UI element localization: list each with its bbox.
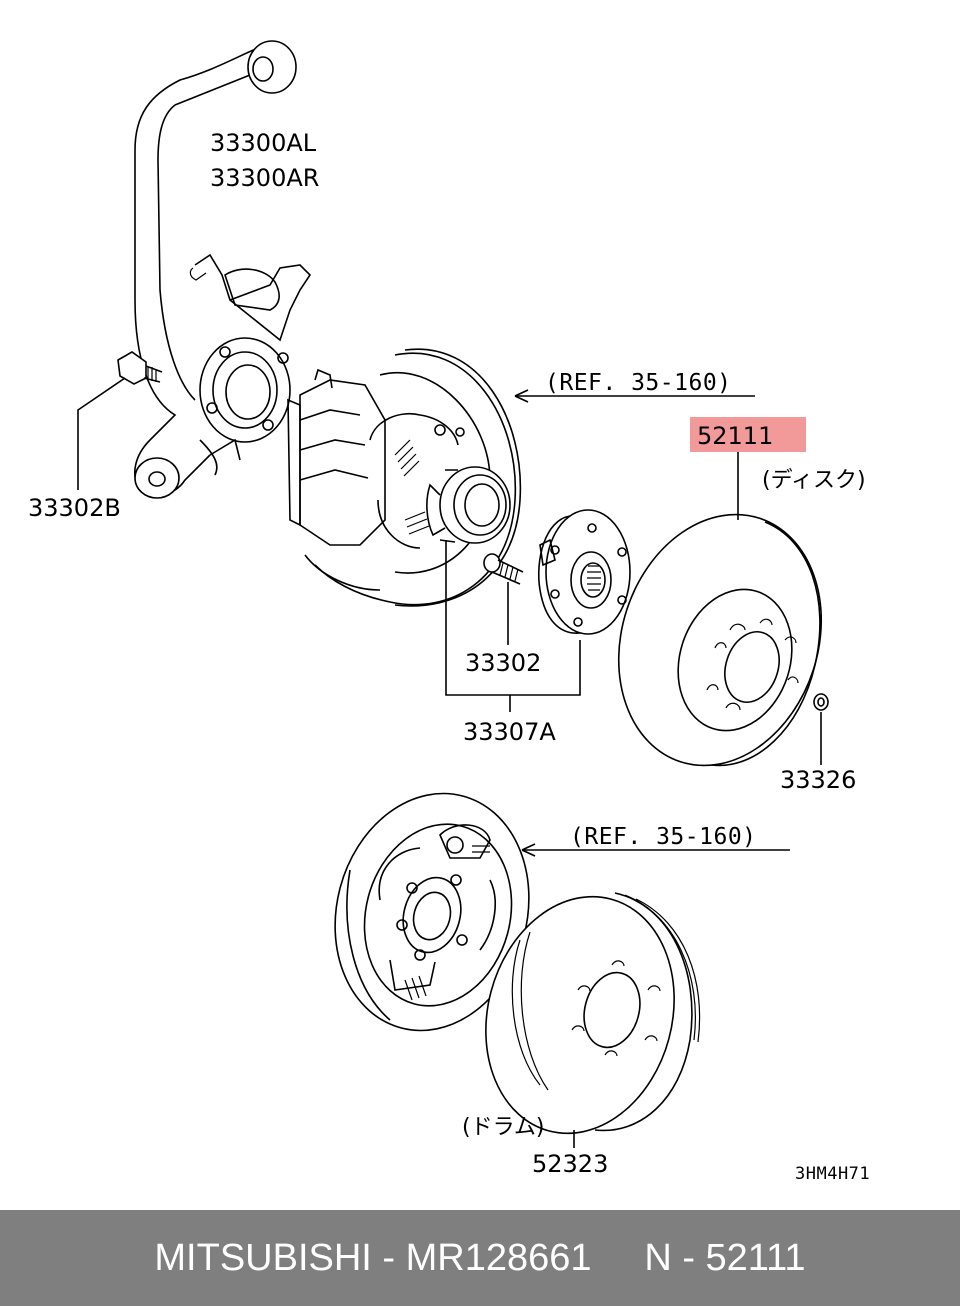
label-52323: 52323	[532, 1150, 609, 1178]
hub-flange-drawing	[445, 509, 631, 712]
drum-backing-plate-drawing	[334, 792, 790, 1032]
label-52111: 52111	[697, 422, 774, 450]
label-33307a: 33307A	[463, 718, 556, 746]
highlighted-part-box	[690, 417, 806, 452]
footer-bar: MITSUBISHI - MR128661 N - 52111	[0, 1210, 960, 1306]
label-ref-bottom: (REF. 35-160)	[570, 824, 757, 850]
footer-text: MITSUBISHI - MR128661 N - 52111	[154, 1236, 806, 1279]
brake-disc-drawing	[617, 452, 823, 767]
knuckle-drawing	[134, 40, 312, 499]
nut-drawing	[813, 693, 829, 765]
backing-plate-upper-drawing	[287, 348, 755, 607]
label-33302b: 33302B	[28, 494, 121, 522]
label-33326: 33326	[780, 766, 857, 794]
label-drum-note: (ドラム)	[462, 1115, 545, 1140]
label-33300ar: 33300AR	[210, 164, 320, 192]
label-drawing-code: 3HM4H71	[795, 1164, 871, 1184]
label-33302: 33302	[465, 649, 542, 677]
diagram-drawing	[77, 40, 829, 1148]
label-ref-top: (REF. 35-160)	[545, 370, 732, 396]
label-disc-note: (ディスク)	[762, 468, 866, 493]
brake-drum-drawing	[485, 892, 701, 1148]
hub-bolt-drawing	[483, 553, 524, 645]
label-33300al: 33300AL	[210, 129, 317, 157]
knuckle-bolt-drawing	[77, 351, 163, 490]
parts-diagram: 33300AL 33300AR 33302B (REF. 35-160) 521…	[28, 40, 871, 1184]
